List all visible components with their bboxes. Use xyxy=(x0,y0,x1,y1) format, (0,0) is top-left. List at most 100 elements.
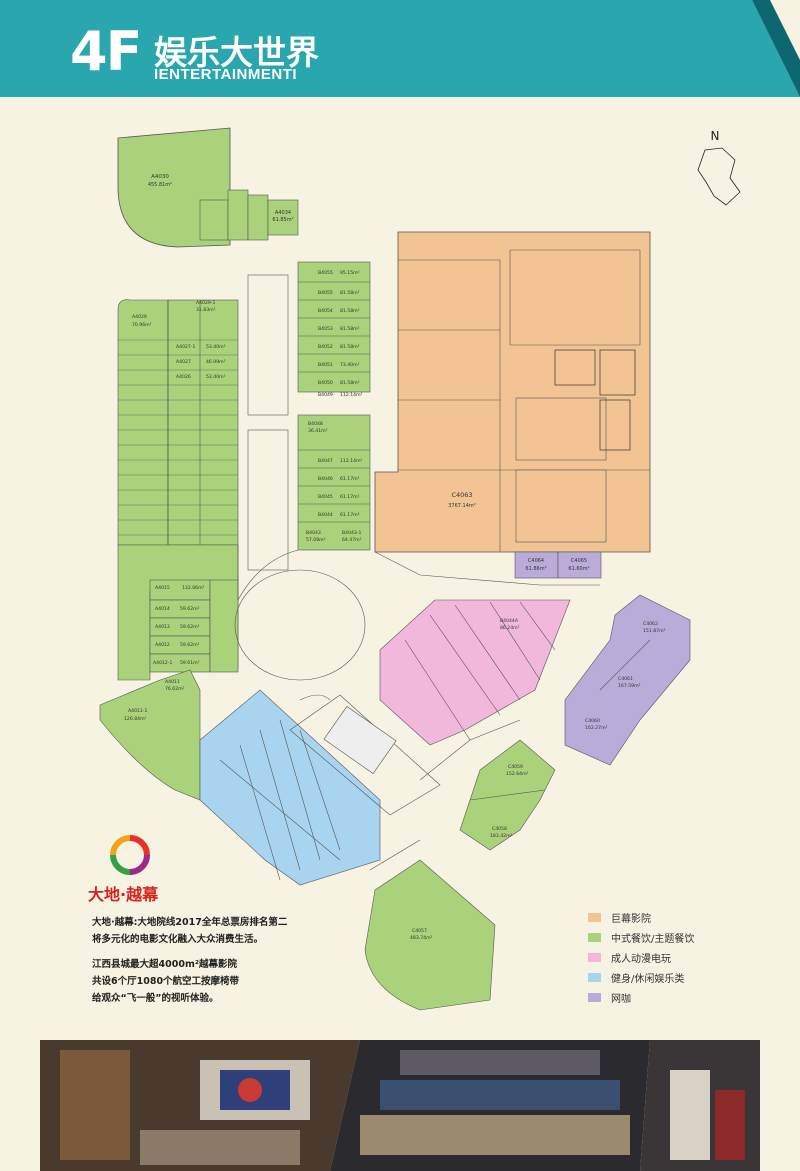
legend-swatch xyxy=(588,912,601,922)
svg-text:A4027: A4027 xyxy=(176,359,191,365)
svg-text:B4052: B4052 xyxy=(318,344,333,350)
unit-id-C4063: C4063 xyxy=(451,491,472,499)
legend-swatch xyxy=(588,932,601,942)
cinema-zone[interactable]: C4063 3767.14m² xyxy=(374,231,651,553)
svg-text:53.40m²: 53.40m² xyxy=(206,374,226,380)
svg-text:B4050: B4050 xyxy=(318,380,333,386)
svg-text:A4027-1: A4027-1 xyxy=(176,344,195,350)
svg-text:B4044A: B4044A xyxy=(500,618,519,624)
dining-c4057[interactable]: C4057 483.74m² xyxy=(364,859,496,1011)
legend-item-dining: 中式餐饮/主题餐饮 xyxy=(588,927,694,947)
svg-text:A4011-1: A4011-1 xyxy=(128,708,147,714)
unit-id-A4034: A4034 xyxy=(275,210,291,216)
svg-text:59.62m²: 59.62m² xyxy=(180,624,200,630)
escalator-upper xyxy=(247,274,289,571)
svg-text:B4044: B4044 xyxy=(318,512,333,518)
netcafe-zone[interactable]: C4062 151.87m² C4061 167.59m² C4060 162.… xyxy=(564,594,691,766)
svg-text:B4054: B4054 xyxy=(318,308,333,314)
kids-game-zone[interactable]: B4044A 86.24m² xyxy=(379,599,571,746)
svg-text:31.83m²: 31.83m² xyxy=(196,307,216,313)
desc-line-5: 给观众“飞一般”的视听体验。 xyxy=(92,993,219,1004)
svg-text:59.61m²: 59.61m² xyxy=(180,660,200,666)
desc-line-2: 将多元化的电影文化融入大众消费生活。 xyxy=(92,934,264,945)
dining-a4015-block[interactable] xyxy=(117,544,239,681)
svg-text:C4061: C4061 xyxy=(618,676,633,682)
dining-lower-left[interactable]: A4011-1 126.84m² A4011 76.62m² xyxy=(99,669,201,801)
unit-area-A4030: 455.81m² xyxy=(148,182,172,188)
svg-text:112.14m²: 112.14m² xyxy=(340,458,363,464)
svg-text:B4043: B4043 xyxy=(306,530,321,536)
svg-text:167.59m²: 167.59m² xyxy=(618,683,641,689)
desc-line-1: 大地·越幕:大地院线2017全年总票房排名第二 xyxy=(92,917,288,928)
svg-text:C4059: C4059 xyxy=(508,764,523,770)
brand-name: 大地·越幕 xyxy=(88,885,159,904)
description: 大地·越幕:大地院线2017全年总票房排名第二 将多元化的电影文化融入大众消费生… xyxy=(92,914,412,1007)
svg-text:A4012-1: A4012-1 xyxy=(153,660,172,666)
svg-text:C4057: C4057 xyxy=(412,928,427,934)
svg-text:112.14m²: 112.14m² xyxy=(340,392,363,398)
svg-text:A4015: A4015 xyxy=(155,585,170,591)
svg-text:C4058: C4058 xyxy=(492,826,507,832)
left-column-rows xyxy=(118,339,238,536)
floor-label: 4F xyxy=(70,20,142,83)
corridor-outlines xyxy=(237,545,600,871)
brand-block: 大地·越幕 xyxy=(88,835,208,905)
svg-text:A4014: A4014 xyxy=(155,606,170,612)
photo-strip xyxy=(0,1040,800,1171)
dining-a4030[interactable]: A4030 455.81m² A4034 61.85m² xyxy=(117,127,299,248)
desc-line-4: 共设6个厅1080个航空工按摩椅带 xyxy=(92,976,240,987)
svg-text:A4026: A4026 xyxy=(176,374,191,380)
floor-plan: N C4063 3767.14m² C4064 61.86m² C4065 61… xyxy=(99,127,741,1011)
photo-hall xyxy=(640,1040,760,1171)
svg-text:86.24m²: 86.24m² xyxy=(500,625,520,631)
legend-swatch xyxy=(588,952,601,962)
svg-text:152.64m²: 152.64m² xyxy=(506,771,529,777)
b-column-labels: B4055 95.15m² B4055 81.58m² B4054 81.58m… xyxy=(306,270,363,543)
dining-left-column[interactable] xyxy=(117,299,239,546)
photo-lobby xyxy=(40,1040,360,1171)
compass: N xyxy=(697,129,741,206)
escalator-center xyxy=(234,569,441,816)
svg-text:70.96m²: 70.96m² xyxy=(132,322,152,328)
netcafe-small[interactable]: C4064 61.86m² C4065 61.60m² xyxy=(514,551,602,579)
svg-text:C4062: C4062 xyxy=(643,621,658,627)
dining-b-column[interactable] xyxy=(297,261,371,551)
unit-area-A4034: 61.85m² xyxy=(272,217,293,223)
svg-text:132.06m²: 132.06m² xyxy=(182,585,205,591)
legend-item-cinema: 巨幕影院 xyxy=(588,907,694,927)
svg-text:A4011: A4011 xyxy=(165,679,180,685)
svg-text:B4055: B4055 xyxy=(318,290,333,296)
legend-swatch xyxy=(588,972,601,982)
brand-logo-icon xyxy=(110,835,150,875)
svg-text:59.62m²: 59.62m² xyxy=(180,642,200,648)
svg-text:B4055: B4055 xyxy=(318,270,333,276)
title-en: IENTERTAINMENTI xyxy=(154,66,298,83)
legend: 巨幕影院 中式餐饮/主题餐饮 成人动漫电玩 健身/休闲娱乐类 网咖 xyxy=(588,907,694,1007)
dining-right[interactable]: C4059 152.64m² C4058 183.42m² xyxy=(459,739,556,851)
unit-area-C4063: 3767.14m² xyxy=(448,503,476,509)
svg-text:95.15m²: 95.15m² xyxy=(340,270,360,276)
legend-item-kids: 成人动漫电玩 xyxy=(588,947,694,967)
svg-text:483.74m²: 483.74m² xyxy=(410,935,433,941)
legend-item-fitness: 健身/休闲娱乐类 xyxy=(588,967,694,987)
unit-area-C4065: 61.60m² xyxy=(568,566,589,572)
svg-text:36.41m²: 36.41m² xyxy=(308,428,328,434)
svg-text:151.87m²: 151.87m² xyxy=(643,628,666,634)
compass-north-label: N xyxy=(711,129,720,143)
svg-text:61.17m²: 61.17m² xyxy=(340,512,360,518)
header-banner xyxy=(0,0,800,97)
svg-text:162.27m²: 162.27m² xyxy=(585,725,608,731)
svg-text:C4060: C4060 xyxy=(585,718,600,724)
svg-text:B4051: B4051 xyxy=(318,362,333,368)
svg-text:B4045: B4045 xyxy=(318,494,333,500)
svg-text:B4047: B4047 xyxy=(318,458,333,464)
title-cn: 娱乐大世界 xyxy=(154,33,319,72)
svg-text:126.84m²: 126.84m² xyxy=(124,716,147,722)
svg-text:81.58m²: 81.58m² xyxy=(340,290,360,296)
svg-text:61.17m²: 61.17m² xyxy=(340,494,360,500)
legend-swatch xyxy=(588,992,601,1002)
svg-text:B4043-1: B4043-1 xyxy=(342,530,361,536)
svg-text:81.58m²: 81.58m² xyxy=(340,326,360,332)
fitness-zone[interactable] xyxy=(199,689,381,886)
svg-text:81.58m²: 81.58m² xyxy=(340,308,360,314)
